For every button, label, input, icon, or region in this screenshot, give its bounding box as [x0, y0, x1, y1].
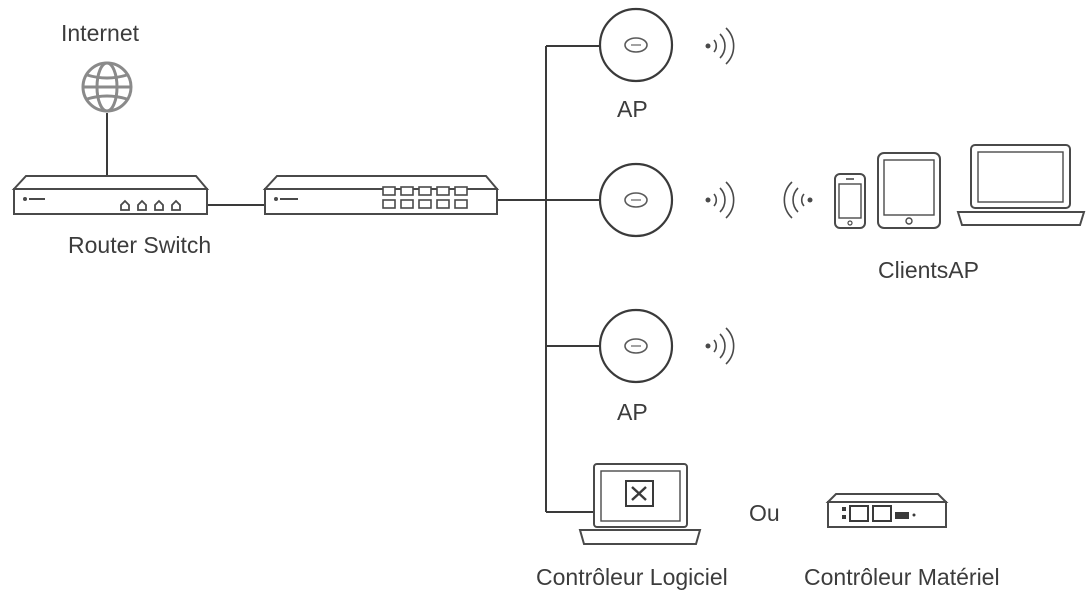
- settings-tool-icon: [625, 480, 654, 507]
- switch-ports: [382, 186, 468, 209]
- access-point-icon: [598, 162, 674, 238]
- or-label: Ou: [749, 500, 780, 526]
- hardware-controller-icon: [825, 493, 949, 528]
- wifi-signal-icon: [705, 181, 735, 219]
- switch-device: [262, 175, 500, 215]
- clients-label: ClientsAP: [878, 257, 979, 283]
- phone-icon: [834, 173, 866, 229]
- router-device: [11, 175, 210, 215]
- wifi-signal-icon: [705, 27, 735, 65]
- laptop-icon: [956, 144, 1086, 226]
- ap-label-bottom: AP: [617, 399, 648, 425]
- tablet-icon: [877, 152, 941, 229]
- access-point-icon: [598, 308, 674, 384]
- connection-lines: [106, 45, 601, 513]
- controller-laptop-icon: [578, 463, 702, 545]
- router-ports: [120, 199, 181, 211]
- globe-icon: [81, 61, 133, 113]
- access-point-icon: [598, 7, 674, 83]
- software-controller-label: Contrôleur Logiciel: [536, 564, 728, 590]
- wifi-signal-icon: [705, 327, 735, 365]
- internet-label: Internet: [61, 20, 139, 46]
- hardware-controller-label: Contrôleur Matériel: [804, 564, 1000, 590]
- router-switch-label: Router Switch: [68, 232, 212, 258]
- client-wifi-signal-icon: [783, 181, 813, 219]
- ap-label-top: AP: [617, 96, 648, 122]
